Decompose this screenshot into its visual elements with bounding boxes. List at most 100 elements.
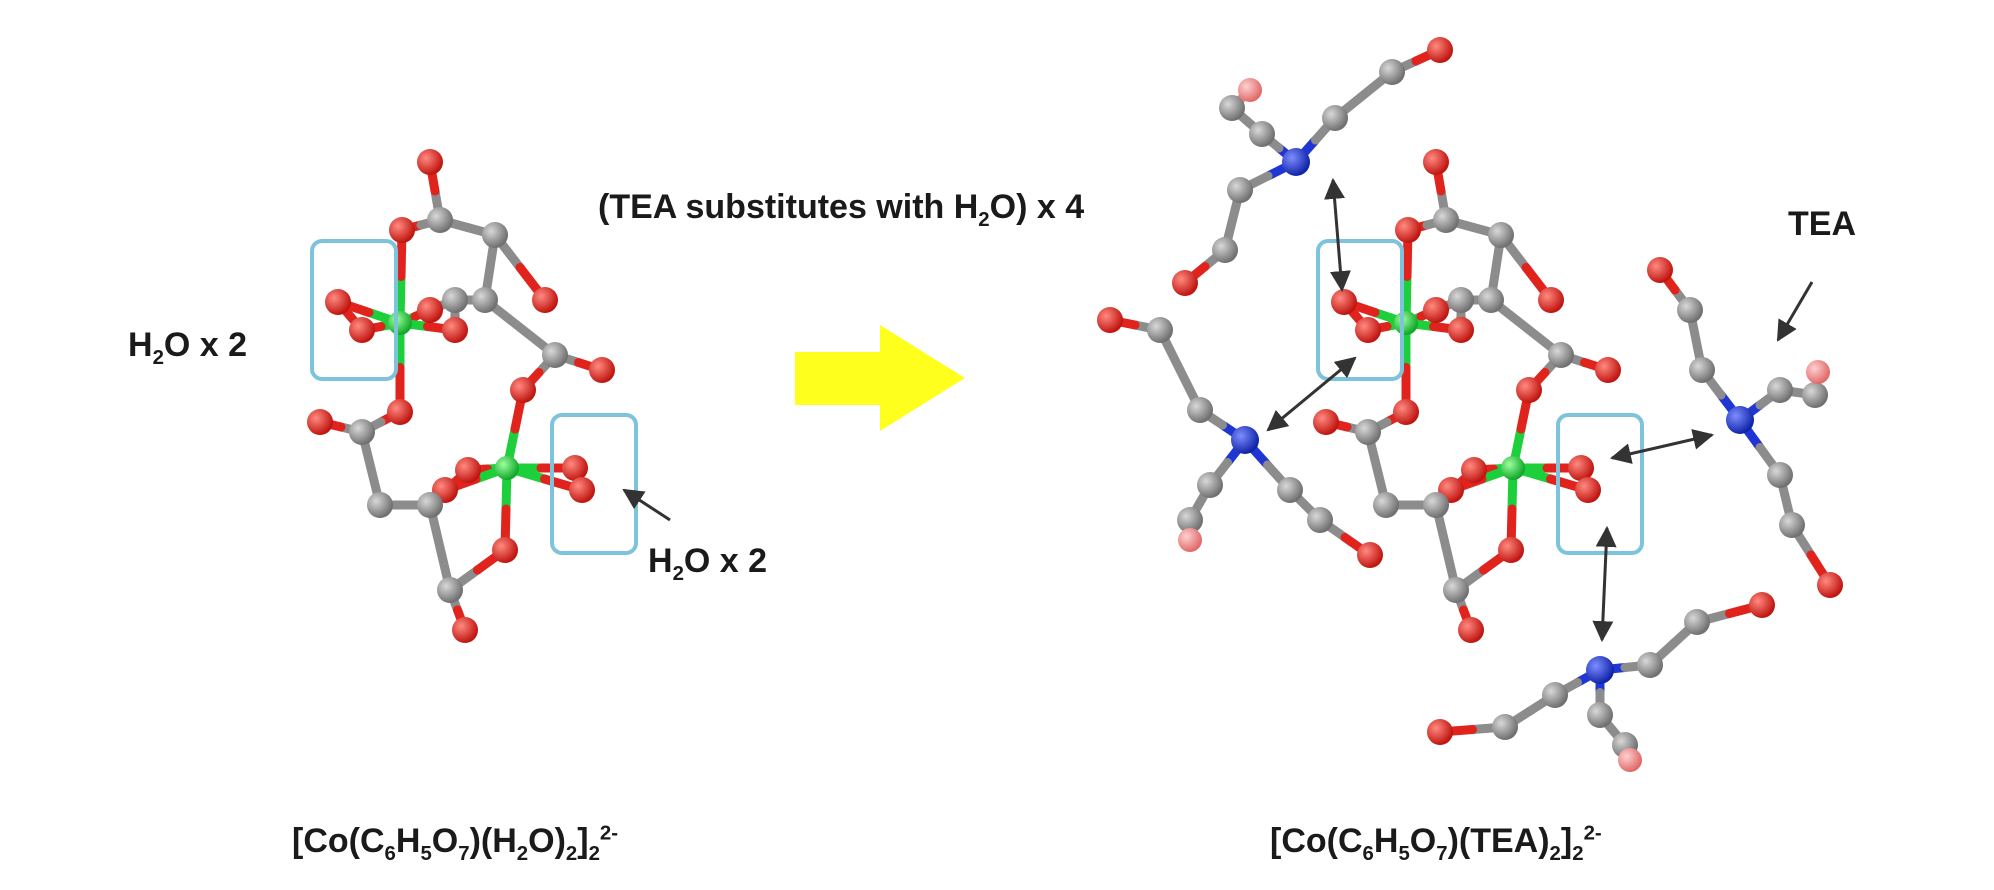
right-molecule-oxygen-atom [1395,217,1421,243]
tea-ligand-nitrogen-atom [1231,426,1259,454]
tea-ligand-carbon-atom [1677,297,1703,323]
right-molecule-cobalt-atom [1394,311,1418,335]
tea-ligand-carbon-atom [1307,507,1333,533]
right-molecule-oxygen-atom [1568,455,1594,481]
left-molecule-carbon-atom [472,287,498,313]
right-molecule-carbon-atom [1423,492,1449,518]
left-molecule-oxygen-atom [417,149,443,175]
right-molecule-oxygen-atom [1423,149,1449,175]
right-molecule-carbon-atom [1548,342,1574,368]
tea-ligand-carbon-atom [1197,472,1223,498]
right-molecule-structure [1097,37,1843,772]
pointer-arrow-tea [1776,281,1814,342]
tea-ligand-carbon-atom [1767,462,1793,488]
tea-ligand-carbon-atom [1212,237,1238,263]
left-molecule-oxygen-atom [589,357,615,383]
double-arrow-bottom [1592,525,1617,643]
right-molecule-oxygen-atom [1575,477,1601,503]
left-molecule-carbon-atom [442,287,468,313]
tea-ligand-oxygen-atom [1618,748,1642,772]
left-molecule-oxygen-atom [307,409,333,435]
right-molecule-oxygen-atom [1331,289,1357,315]
tea-ligand-carbon-atom [1767,377,1793,403]
right-molecule-carbon-atom [1355,419,1381,445]
right-molecule-cobalt-atom [1501,456,1525,480]
h2o-highlight-box-left-top [310,239,398,381]
left-molecule-oxygen-atom [562,455,588,481]
left-molecule-oxygen-atom [532,287,558,313]
tea-ligand-carbon-atom [1379,59,1405,85]
h2o-label-right: H2O x 2 [648,542,768,585]
tea-ligand-oxygen-atom [1817,572,1843,598]
tea-highlight-box-right-top [1316,239,1404,381]
tea-ligand-oxygen-atom [1427,719,1453,745]
left-molecule-carbon-atom [367,492,393,518]
left-molecule-structure [307,149,615,643]
tea-ligand-carbon-atom [1227,177,1253,203]
left-molecule-oxygen-atom [442,317,468,343]
right-molecule-carbon-atom [1448,287,1474,313]
tea-ligand-carbon-atom [1322,105,1348,131]
tea-ligand-nitrogen-atom [1586,656,1614,684]
left-molecule-oxygen-atom [569,477,595,503]
left-molecule-oxygen-atom [510,377,536,403]
pointer-arrow-h2o [622,488,671,522]
tea-substitution-label: (TEA substitutes with H2O) x 4 [598,188,1085,231]
left-molecule-carbon-atom [349,419,375,445]
tea-ligand-carbon-atom [1587,702,1613,728]
right-molecule-carbon-atom [1488,222,1514,248]
double-arrow-left [1266,356,1357,432]
left-molecule-cobalt-atom [388,311,412,335]
h2o-label-left: H2O x 2 [128,326,248,369]
left-molecule-carbon-atom [417,492,443,518]
left-molecule-carbon-atom [427,207,453,233]
left-molecule-oxygen-atom [389,217,415,243]
right-molecule-oxygen-atom [1355,317,1381,343]
tea-ligand-carbon-atom [1684,609,1710,635]
left-molecule-oxygen-atom [417,297,443,323]
tea-ligand-oxygen-atom [1357,542,1383,568]
formula-right: [Co(C6H5O7)(TEA)2]22- [1270,822,1602,865]
right-molecule-carbon-atom [1443,577,1469,603]
tea-ligand-carbon-atom [1492,714,1518,740]
double-arrow-top [1324,177,1351,293]
right-molecule-carbon-atom [1478,287,1504,313]
tea-ligand-oxygen-atom [1427,37,1453,63]
tea-ligand-carbon-atom [1542,682,1568,708]
tea-ligand-carbon-atom [1147,317,1173,343]
left-molecule-oxygen-atom [387,399,413,425]
left-molecule-carbon-atom [542,342,568,368]
tea-ligand-carbon-atom [1802,382,1828,408]
reaction-arrow [795,325,965,431]
tea-ligand-carbon-atom [1187,397,1213,423]
right-molecule-oxygen-atom [1498,537,1524,563]
right-molecule-oxygen-atom [1538,287,1564,313]
tea-ligand-carbon-atom [1637,652,1663,678]
formula-left: [Co(C6H5O7)(H2O)2]22- [292,822,619,865]
left-molecule-oxygen-atom [325,289,351,315]
left-molecule-oxygen-atom [455,457,481,483]
left-molecule-oxygen-atom [349,317,375,343]
tea-ligand-carbon-atom [1177,507,1203,533]
right-molecule-oxygen-atom [1595,357,1621,383]
right-molecule-oxygen-atom [1461,457,1487,483]
left-molecule-cobalt-atom [495,456,519,480]
tea-ligand-nitrogen-atom [1726,406,1754,434]
tea-ligand-carbon-atom [1249,121,1275,147]
double-arrow-right [1609,429,1715,464]
tea-label: TEA [1788,205,1856,243]
right-molecule-carbon-atom [1433,207,1459,233]
left-molecule-carbon-atom [437,577,463,603]
right-molecule-oxygen-atom [1516,377,1542,403]
left-molecule-oxygen-atom [452,617,478,643]
left-molecule-oxygen-atom [492,537,518,563]
right-molecule-oxygen-atom [1423,297,1449,323]
right-molecule-oxygen-atom [1393,399,1419,425]
right-molecule-oxygen-atom [1458,617,1484,643]
tea-ligand-carbon-atom [1779,512,1805,538]
tea-ligand-carbon-atom [1689,357,1715,383]
tea-ligand-carbon-atom [1219,95,1245,121]
tea-ligand-oxygen-atom [1238,78,1262,102]
tea-ligand-oxygen-atom [1097,307,1123,333]
